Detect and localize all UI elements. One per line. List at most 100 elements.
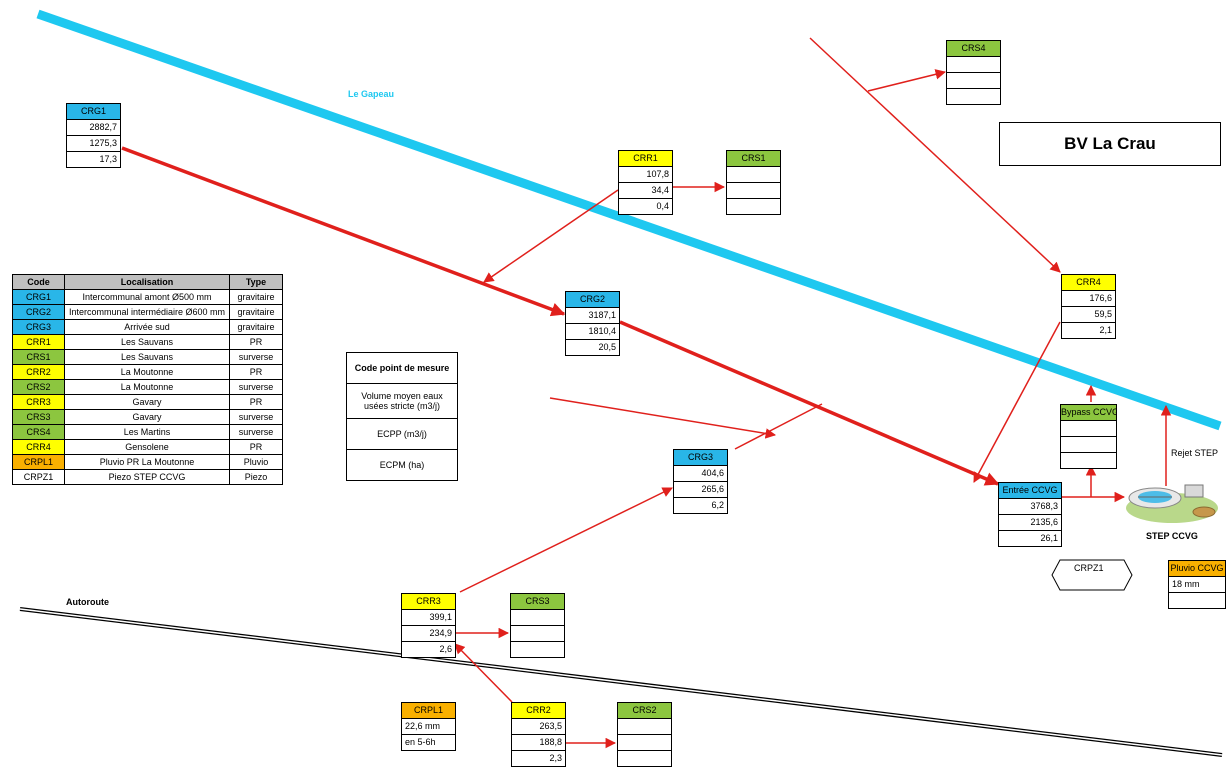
box-value: 1810,4 xyxy=(566,324,619,340)
box-value xyxy=(727,199,780,214)
box-value xyxy=(1169,593,1225,608)
box-value: 26,1 xyxy=(1040,533,1058,543)
box-value: 399,1 xyxy=(402,610,455,626)
flow-arrow-branch-crs4 xyxy=(867,69,947,92)
legend-type: surverse xyxy=(229,409,283,425)
motorway-line xyxy=(19,607,1223,757)
measurement-key: Code point de mesure Volume moyen eaux u… xyxy=(346,352,458,481)
legend-type: Piezo xyxy=(229,469,283,485)
legend-type: PR xyxy=(229,439,283,455)
box-value: 107,8 xyxy=(619,167,672,183)
legend-code: CRR1 xyxy=(12,334,65,350)
box-value xyxy=(947,73,1000,89)
legend-header-code: Code xyxy=(12,274,65,290)
legend-code: CRPZ1 xyxy=(12,469,65,485)
legend-type: PR xyxy=(229,394,283,410)
step-label: STEP CCVG xyxy=(1146,531,1198,541)
crpz1-label: CRPZ1 xyxy=(1074,563,1104,573)
key-ecpp: ECPP (m3/j) xyxy=(347,419,457,450)
box-header: CRS2 xyxy=(618,703,671,719)
box-crs2: CRS2 xyxy=(617,702,672,767)
box-value: 188,8 xyxy=(512,735,565,751)
box-value xyxy=(727,183,780,199)
legend-code: CRS2 xyxy=(12,379,65,395)
legend-type: gravitaire xyxy=(229,304,283,320)
legend-type: surverse xyxy=(229,379,283,395)
box-value: 263,5 xyxy=(512,719,565,735)
box-header: CRG3 xyxy=(674,450,727,466)
legend-type: surverse xyxy=(229,424,283,440)
legend-localisation: Les Sauvans xyxy=(64,349,230,365)
legend-code: CRR3 xyxy=(12,394,65,410)
legend-code: CRG1 xyxy=(12,289,65,305)
treatment-plant-icon xyxy=(1126,484,1218,523)
flow-arrow-crr2-crr3 xyxy=(454,643,513,703)
box-value: 6,2 xyxy=(711,500,724,510)
key-header: Code point de mesure xyxy=(347,353,457,384)
box-header: CRS4 xyxy=(947,41,1000,57)
box-value: 20,5 xyxy=(598,342,616,352)
box-header: CRR1 xyxy=(619,151,672,167)
flow-arrow-crg3-trunk xyxy=(734,403,823,450)
box-header: Entrée CCVG xyxy=(999,483,1061,499)
flow-arrow-crr4-entree xyxy=(973,321,1061,483)
box-value: 176,6 xyxy=(1062,291,1115,307)
flow-arrow-crg1-crg2 xyxy=(121,146,566,317)
legend-localisation: Gavary xyxy=(64,409,230,425)
river-label: Le Gapeau xyxy=(348,89,395,99)
box-header: CRS3 xyxy=(511,594,564,610)
box-crs4: CRS4 xyxy=(946,40,1001,105)
box-value: 265,6 xyxy=(674,482,727,498)
box-value: 22,6 mm xyxy=(402,719,455,735)
legend-localisation: Pluvio PR La Moutonne xyxy=(64,454,230,470)
box-header: CRR4 xyxy=(1062,275,1115,291)
box-value: 18 mm xyxy=(1169,577,1225,593)
box-header: CRG2 xyxy=(566,292,619,308)
box-value xyxy=(511,626,564,642)
flow-arrow-input-crg3 xyxy=(549,397,777,439)
box-value: en 5-6h xyxy=(405,737,436,747)
legend-code: CRG3 xyxy=(12,319,65,335)
key-ecpm: ECPM (ha) xyxy=(379,460,425,470)
legend-code: CRS1 xyxy=(12,349,65,365)
road-label: Autoroute xyxy=(66,597,109,607)
box-value xyxy=(511,642,564,657)
legend-code: CRR4 xyxy=(12,439,65,455)
box-value: 0,4 xyxy=(656,201,669,211)
key-volume: Volume moyen eaux usées stricte (m3/j) xyxy=(347,384,457,419)
box-value xyxy=(947,89,1000,104)
box-value: 2,1 xyxy=(1099,325,1112,335)
box-value: 3768,3 xyxy=(999,499,1061,515)
legend-type: Pluvio xyxy=(229,454,283,470)
crpz1-hexagon xyxy=(1051,559,1133,591)
box-header: CRR2 xyxy=(512,703,565,719)
rejet-label: Rejet STEP xyxy=(1171,448,1219,458)
box-value xyxy=(1061,437,1116,453)
flow-arrow-crg2-entree xyxy=(619,320,1000,486)
box-header: CRS1 xyxy=(727,151,780,167)
box-value xyxy=(727,167,780,183)
box-value: 2,3 xyxy=(549,753,562,763)
legend-localisation: Intercommunal intermédiaire Ø600 mm xyxy=(64,304,230,320)
box-bypass: Bypass CCVG xyxy=(1060,404,1117,469)
legend-code: CRG2 xyxy=(12,304,65,320)
box-value xyxy=(1061,453,1116,468)
box-value: 404,6 xyxy=(674,466,727,482)
